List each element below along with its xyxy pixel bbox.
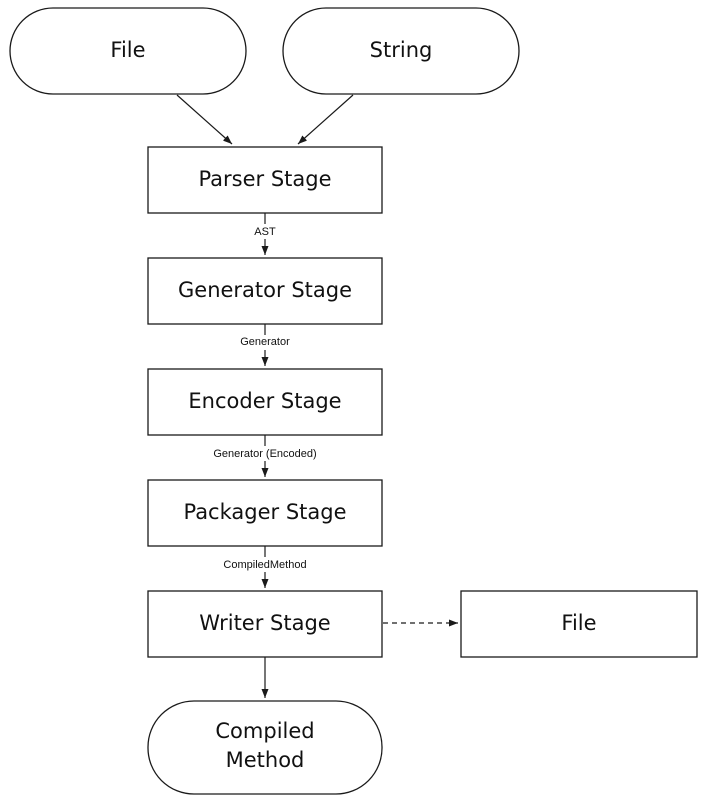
node-parser-stage-label: Parser Stage	[198, 167, 331, 191]
node-generator-stage: Generator Stage	[147, 257, 383, 325]
node-packager-stage-label: Packager Stage	[183, 500, 346, 524]
edge-label-generator-encoded: Generator (Encoded)	[213, 448, 316, 460]
node-string-input: String	[282, 7, 520, 95]
edge-label-compiled-method: CompiledMethod	[223, 559, 306, 571]
edge-file-to-parser	[176, 94, 233, 145]
node-encoder-stage-label: Encoder Stage	[188, 389, 341, 413]
node-packager-stage: Packager Stage	[147, 479, 383, 547]
node-file-input: File	[9, 7, 247, 95]
node-writer-stage-label: Writer Stage	[199, 611, 330, 635]
node-encoder-stage: Encoder Stage	[147, 368, 383, 436]
node-parser-stage: Parser Stage	[147, 146, 383, 214]
node-compiled-method-label-line1: Compiled	[215, 719, 314, 743]
edge-label-generator: Generator	[240, 336, 290, 348]
node-compiled-method: Compiled Method	[147, 700, 383, 795]
edge-string-to-parser	[297, 94, 354, 145]
node-file-output: File	[460, 590, 698, 658]
node-compiled-method-label-line2: Method	[226, 748, 305, 772]
edge-label-ast: AST	[254, 226, 276, 238]
nodes: File String Parser Stage Generator Stage…	[9, 7, 698, 795]
node-file-input-label: File	[110, 38, 145, 62]
node-generator-stage-label: Generator Stage	[178, 278, 352, 302]
node-writer-stage: Writer Stage	[147, 590, 383, 658]
node-string-input-label: String	[370, 38, 433, 62]
node-file-output-label: File	[561, 611, 596, 635]
edge-labels: AST Generator Generator (Encoded) Compil…	[203, 224, 327, 572]
